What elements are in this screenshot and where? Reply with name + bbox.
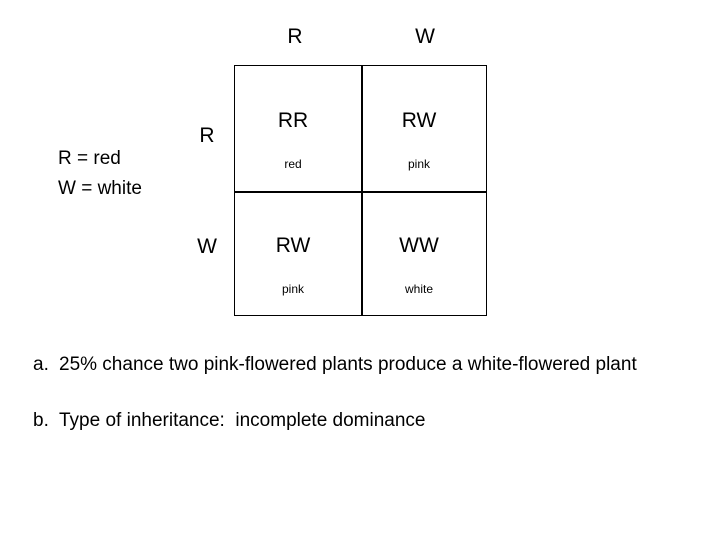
- answer-item-b: b. Type of inheritance: incomplete domin…: [33, 407, 693, 434]
- grid-vertical-divider: [361, 66, 363, 315]
- legend-line-white: W = white: [58, 178, 142, 199]
- cell-phenotype: pink: [281, 282, 304, 296]
- answer-text: 25% chance two pink-flowered plants prod…: [59, 354, 637, 375]
- answer-item-a: a. 25% chance two pink-flowered plants p…: [33, 351, 693, 378]
- legend-line-red: R = red: [58, 148, 121, 169]
- cell-phenotype: white: [404, 282, 433, 296]
- cell-genotype: WW: [399, 234, 439, 257]
- cell-genotype: RR: [277, 109, 309, 132]
- answer-marker: b.: [33, 410, 49, 431]
- answer-marker: a.: [33, 354, 49, 375]
- row-header-r: R: [199, 124, 215, 147]
- grid-horizontal-divider: [235, 191, 486, 193]
- column-header-r: R: [287, 25, 303, 48]
- answer-list: a. 25% chance two pink-flowered plants p…: [33, 351, 693, 434]
- cell-phenotype: red: [284, 157, 302, 171]
- answer-text: Type of inheritance: incomplete dominanc…: [59, 410, 426, 431]
- cell-phenotype: pink: [407, 157, 430, 171]
- punnett-cell-ww: WW white: [361, 191, 487, 316]
- punnett-square: RR red RW pink RW pink WW white: [234, 65, 487, 316]
- allele-legend: R = red W = white: [58, 144, 142, 204]
- row-header-w: W: [197, 235, 217, 258]
- punnett-cell-rw-bottom: RW pink: [235, 191, 361, 316]
- punnett-cell-rw-top: RW pink: [361, 66, 487, 191]
- cell-genotype: RW: [275, 234, 311, 257]
- column-header-w: W: [415, 25, 435, 48]
- punnett-cell-rr: RR red: [235, 66, 361, 191]
- cell-genotype: RW: [401, 109, 437, 132]
